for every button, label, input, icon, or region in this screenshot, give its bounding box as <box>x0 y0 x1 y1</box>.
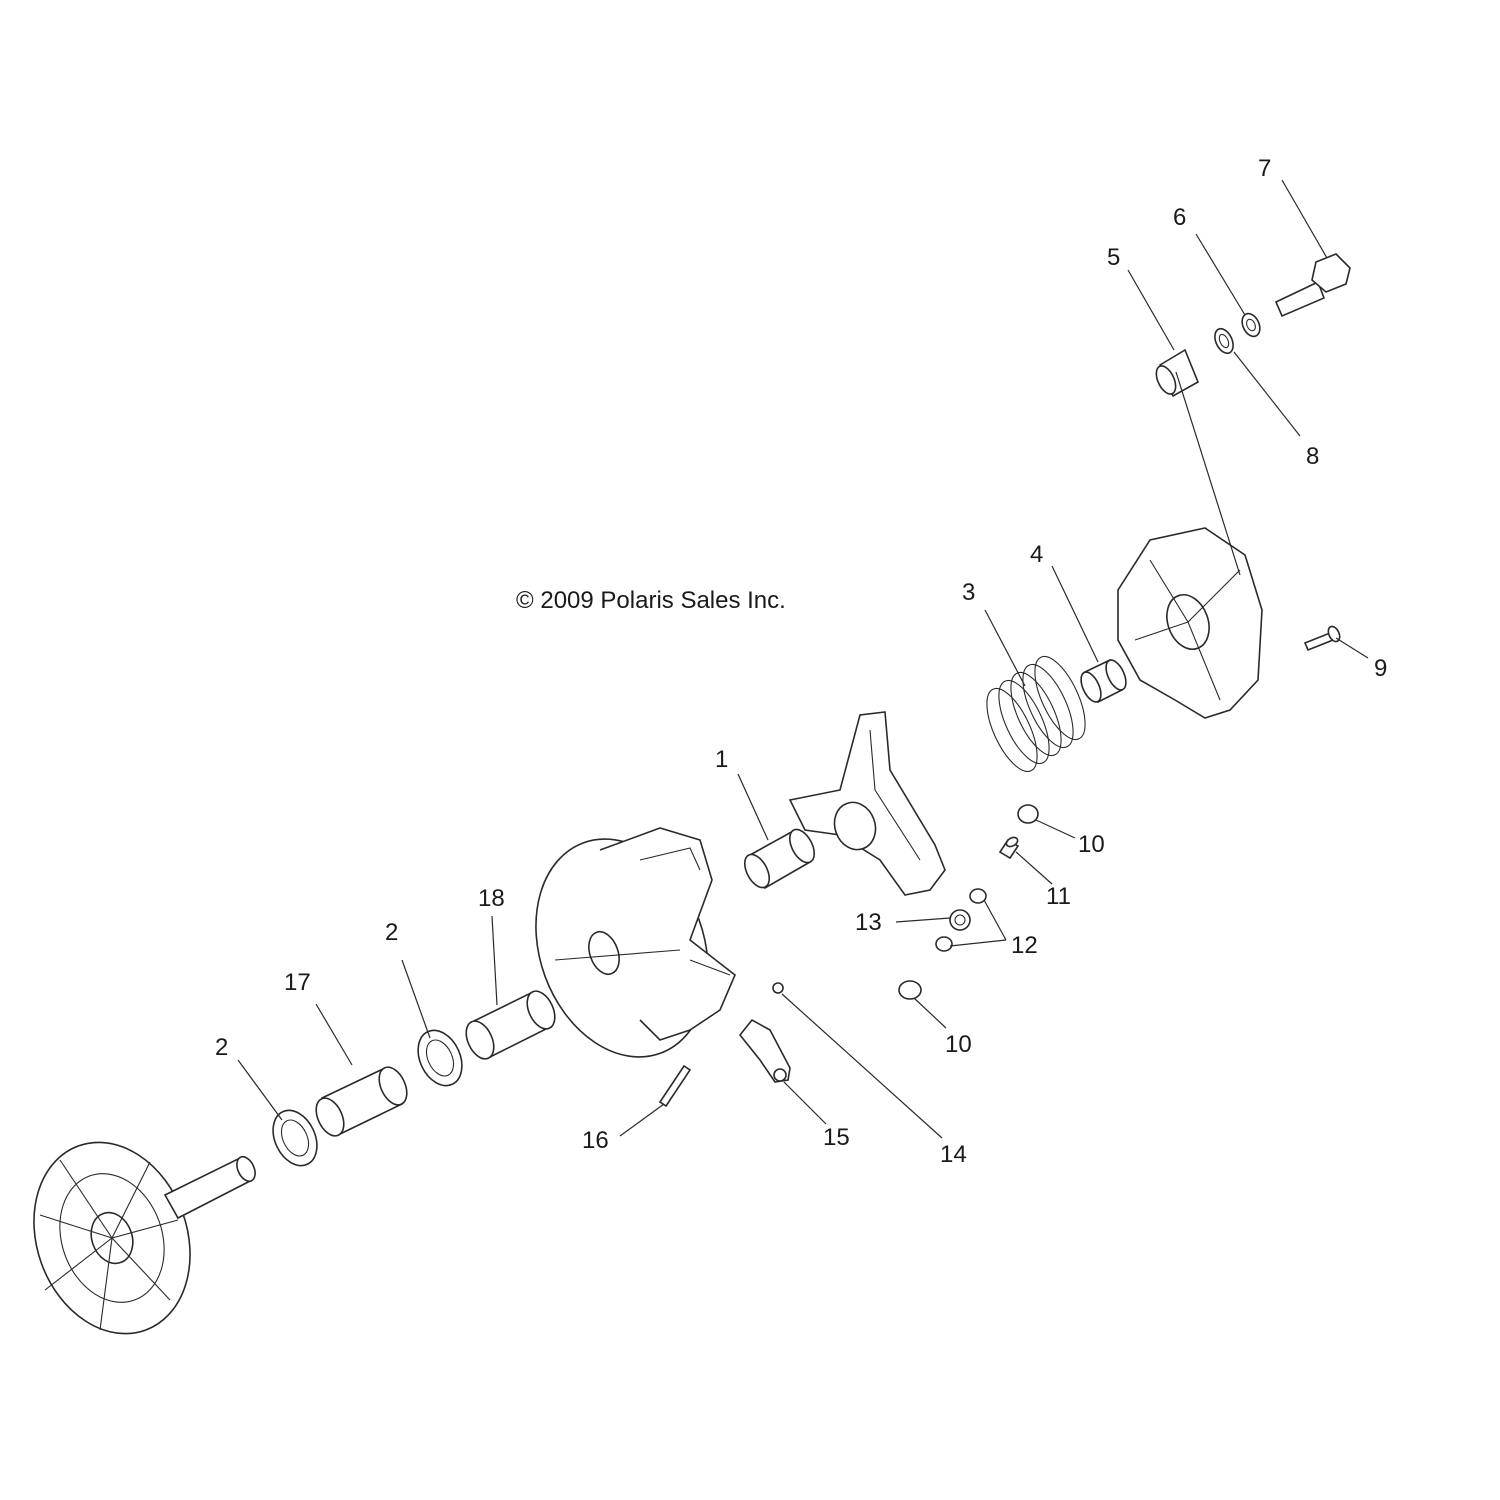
pin-11-part <box>998 836 1020 860</box>
bushing-4-part <box>1080 658 1127 704</box>
callout-9: 9 <box>1374 655 1387 682</box>
washer-8-part <box>1214 327 1234 355</box>
callout-10-upper: 10 <box>1078 831 1105 858</box>
callout-8: 8 <box>1306 443 1319 470</box>
washer-2-left-part <box>272 1109 318 1167</box>
callout-11: 11 <box>1046 883 1071 910</box>
callout-13: 13 <box>855 909 882 936</box>
callout-16: 16 <box>582 1127 609 1154</box>
spring-3-part <box>986 655 1086 773</box>
bushing-18-part <box>465 990 556 1060</box>
callout-12: 12 <box>1011 932 1038 959</box>
movable-sheave-part <box>535 827 736 1058</box>
washer-2-middle-part <box>417 1029 463 1087</box>
callout-10-lower: 10 <box>945 1031 972 1058</box>
washers-12-part <box>935 888 987 952</box>
bolt-7-part <box>1274 253 1351 318</box>
fixed-sheave-part <box>33 1141 256 1335</box>
weight-15-part <box>738 1018 791 1083</box>
callout-1: 1 <box>715 746 728 773</box>
cover-part <box>1117 527 1263 719</box>
bushing-17-part <box>315 1066 408 1137</box>
roller-13-part <box>949 909 971 931</box>
button-10-upper-part <box>1017 804 1039 824</box>
nut-14-part <box>772 982 784 994</box>
bushing-1-part <box>743 828 816 890</box>
pin-16-part <box>658 1064 692 1108</box>
callout-3: 3 <box>962 579 975 606</box>
callout-18: 18 <box>478 885 505 912</box>
callout-2-middle: 2 <box>385 919 398 946</box>
callout-7: 7 <box>1258 155 1271 182</box>
callout-4: 4 <box>1030 541 1043 568</box>
callout-14: 14 <box>940 1141 967 1168</box>
callout-2-left: 2 <box>215 1034 228 1061</box>
spacer-5-part <box>1155 348 1200 398</box>
callout-15: 15 <box>823 1124 850 1151</box>
bolt-9-part <box>1303 625 1341 652</box>
callout-17: 17 <box>284 969 311 996</box>
leader-lines <box>237 179 1369 1139</box>
copyright-text: © 2009 Polaris Sales Inc. <box>516 587 786 614</box>
button-10-lower-part <box>898 980 922 1000</box>
washer-6-part <box>1241 312 1261 338</box>
spider-part <box>788 711 946 896</box>
callout-labels: 1 2 2 3 4 5 6 7 8 9 10 10 11 12 13 14 15… <box>215 155 1387 1168</box>
callout-5: 5 <box>1107 244 1120 271</box>
callout-6: 6 <box>1173 204 1186 231</box>
